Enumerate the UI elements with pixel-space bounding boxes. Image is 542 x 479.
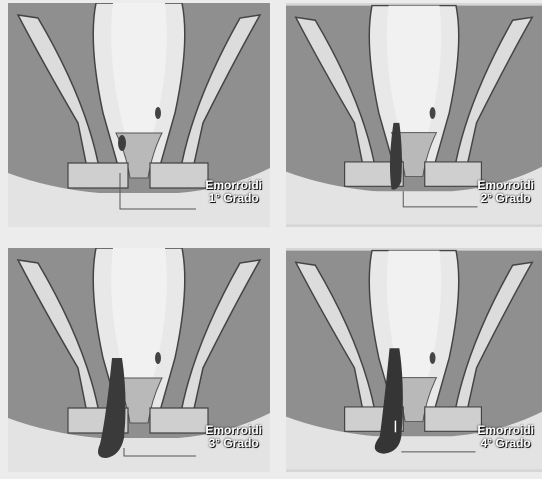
hemorrhoid-mark bbox=[118, 135, 126, 151]
panel-grade-3: Emorroidi 3° Grado bbox=[8, 248, 270, 472]
grade-label: Emorroidi 2° Grado bbox=[477, 179, 534, 205]
panel-grade-4: Emorroidi 4° Grado bbox=[286, 248, 542, 472]
grade-number: 3° Grado bbox=[205, 437, 262, 450]
grade-label: Emorroidi 3° Grado bbox=[205, 424, 262, 450]
grade-number: 1° Grado bbox=[205, 192, 262, 205]
panel-grade-2: Emorroidi 2° Grado bbox=[286, 3, 542, 227]
grade-number: 4° Grado bbox=[477, 437, 534, 450]
grade-label: Emorroidi 1° Grado bbox=[205, 179, 262, 205]
grade-number: 2° Grado bbox=[477, 192, 534, 205]
grade-label: Emorroidi 4° Grado bbox=[477, 424, 534, 450]
panel-grade-1: Emorroidi 1° Grado bbox=[8, 3, 270, 227]
